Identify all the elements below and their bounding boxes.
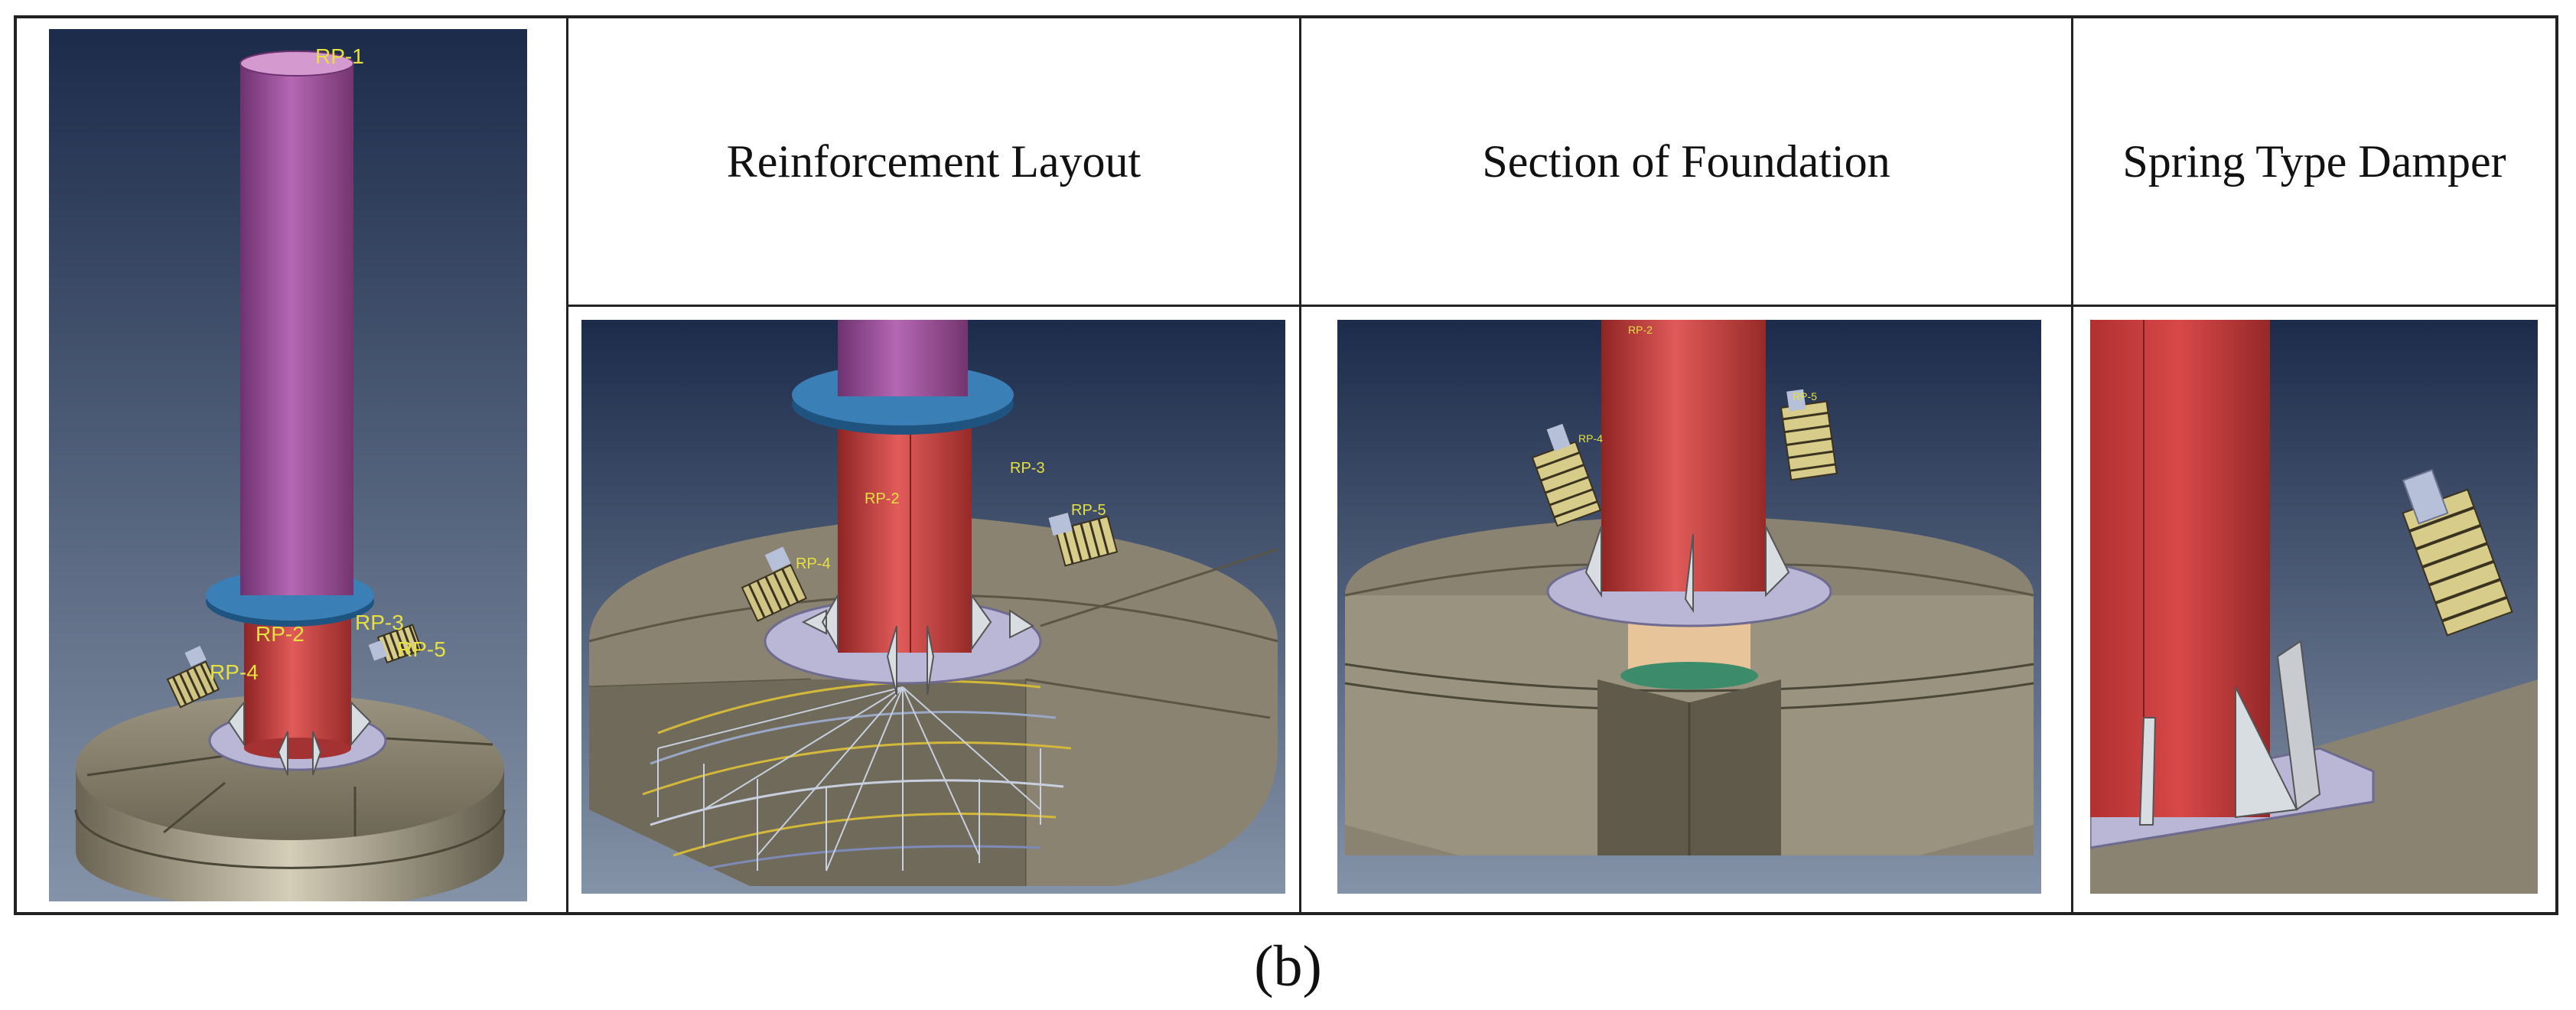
figure-label: (b) [1254, 933, 1322, 999]
rp-5-label-reinforcement: RP-5 [1071, 502, 1106, 519]
rp-2-label-section: RP-2 [1628, 324, 1653, 336]
rp-3-label-reinforcement: RP-3 [1010, 460, 1045, 477]
panel-full-model: RP-1 RP-2 RP-3 RP-4 RP-5 [49, 29, 527, 901]
column-divider-1 [566, 18, 568, 912]
panel-section-of-foundation: RP-2 RP-4 RP-5 [1337, 320, 2041, 894]
rp-4-label: RP-4 [210, 660, 259, 684]
rp-1-label: RP-1 [315, 44, 364, 68]
header-row-divider [568, 305, 2555, 307]
panel-reinforcement-layout: RP-2 RP-3 RP-4 RP-5 [581, 320, 1285, 894]
figure-table: Reinforcement Layout Section of Foundati… [14, 15, 2558, 915]
rp-5-label: RP-5 [397, 637, 446, 661]
rp-3-label: RP-3 [355, 611, 404, 634]
column-divider-3 [2071, 18, 2073, 912]
caption-spring-type-damper: Spring Type Damper [2122, 135, 2506, 187]
panel-spring-type-damper [2090, 320, 2538, 894]
caption-section-of-foundation: Section of Foundation [1482, 135, 1890, 187]
rp-5-label-section: RP-5 [1793, 390, 1817, 402]
rp-2-label-reinforcement: RP-2 [865, 490, 900, 507]
column-divider-2 [1299, 18, 1301, 912]
rp-4-label-reinforcement: RP-4 [796, 556, 831, 572]
caption-reinforcement-layout: Reinforcement Layout [726, 135, 1141, 187]
rp-2-label: RP-2 [256, 622, 304, 646]
rp-4-label-section: RP-4 [1578, 432, 1603, 445]
